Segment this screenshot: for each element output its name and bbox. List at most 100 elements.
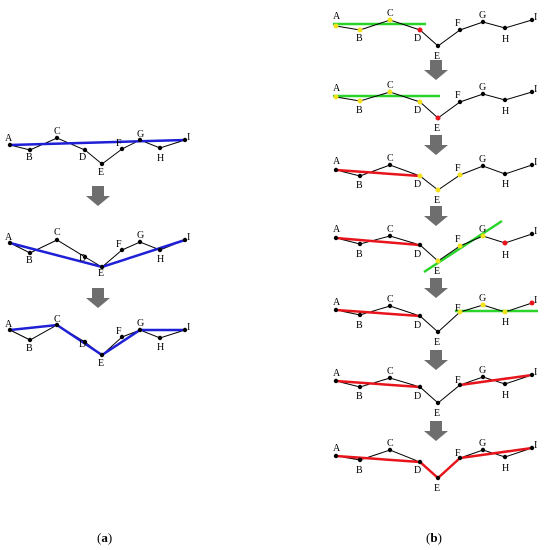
label-d: D xyxy=(79,152,86,163)
label-i: I xyxy=(534,12,537,23)
curve-points xyxy=(333,17,535,49)
point-e xyxy=(435,187,441,193)
label-i: I xyxy=(534,367,537,378)
label-h: H xyxy=(502,317,509,328)
down-arrow-icon xyxy=(424,135,448,155)
point-i xyxy=(529,300,535,306)
label-b: B xyxy=(26,343,33,354)
label-g: G xyxy=(479,293,486,304)
label-i: I xyxy=(534,157,537,168)
point-e xyxy=(99,264,105,270)
label-f: F xyxy=(116,239,122,250)
label-i: I xyxy=(187,232,190,243)
point-h xyxy=(502,381,508,387)
label-g: G xyxy=(137,129,144,140)
candidate-line xyxy=(423,219,503,274)
curve-points xyxy=(333,372,535,406)
label-f: F xyxy=(455,90,461,101)
label-h: H xyxy=(157,342,164,353)
point-c xyxy=(54,322,60,328)
label-d: D xyxy=(414,249,421,260)
label-b: B xyxy=(356,105,363,116)
panel-b-step-2: A B C D E F G H I xyxy=(333,80,537,134)
point-b xyxy=(357,173,363,179)
point-i xyxy=(529,162,535,168)
point-b xyxy=(357,98,363,104)
point-f xyxy=(457,309,463,315)
point-a xyxy=(333,167,339,173)
label-e: E xyxy=(434,195,440,206)
label-h: H xyxy=(502,179,509,190)
point-i xyxy=(529,231,535,237)
point-i xyxy=(529,17,535,23)
point-e xyxy=(435,258,441,264)
label-c: C xyxy=(387,224,394,235)
point-b xyxy=(357,27,363,33)
panel-b-step-5: A B C D E F G H I xyxy=(333,293,538,348)
label-e: E xyxy=(98,268,104,279)
point-f xyxy=(457,27,463,33)
point-g xyxy=(137,137,143,143)
point-d xyxy=(417,313,423,319)
point-c xyxy=(54,237,60,243)
point-f xyxy=(457,382,463,388)
label-b: B xyxy=(356,33,363,44)
label-f: F xyxy=(455,18,461,29)
point-a xyxy=(333,23,339,29)
curve-points xyxy=(7,135,188,167)
panel-a-step-3: A B C D E F G H I xyxy=(5,314,190,369)
point-e xyxy=(435,400,441,406)
label-h: H xyxy=(502,390,509,401)
point-h xyxy=(157,145,163,151)
label-f: F xyxy=(455,163,461,174)
point-d xyxy=(417,173,423,179)
label-b: B xyxy=(26,152,33,163)
label-d: D xyxy=(414,391,421,402)
curve-points xyxy=(7,322,188,358)
label-a: A xyxy=(333,443,341,454)
point-d xyxy=(82,147,88,153)
label-i: I xyxy=(187,322,190,333)
point-g xyxy=(480,91,486,97)
point-g xyxy=(137,239,143,245)
point-b xyxy=(357,457,363,463)
panel-b-step-6: A B C D E F G H I xyxy=(333,365,537,419)
label-g: G xyxy=(479,10,486,21)
label-f: F xyxy=(455,448,461,459)
point-e xyxy=(435,115,441,121)
fitted-segment xyxy=(335,236,421,247)
point-b xyxy=(27,147,33,153)
point-d xyxy=(417,384,423,390)
point-e xyxy=(435,475,441,481)
label-g: G xyxy=(137,318,144,329)
label-i: I xyxy=(534,226,537,237)
point-d xyxy=(417,242,423,248)
point-e xyxy=(435,329,441,335)
label-b: B xyxy=(26,255,33,266)
label-g: G xyxy=(137,230,144,241)
label-b: B xyxy=(356,320,363,331)
point-c xyxy=(54,135,60,141)
label-h: H xyxy=(502,34,509,45)
point-i xyxy=(182,137,188,143)
point-h xyxy=(157,335,163,341)
point-f xyxy=(119,247,125,253)
point-b xyxy=(357,241,363,247)
point-e xyxy=(99,161,105,167)
point-f xyxy=(119,334,125,340)
label-i: I xyxy=(187,132,190,143)
fitted-segment xyxy=(335,308,421,318)
label-f: F xyxy=(455,375,461,386)
point-c xyxy=(387,303,393,309)
point-g xyxy=(480,374,486,380)
label-d: D xyxy=(414,465,421,476)
label-d: D xyxy=(79,253,86,264)
label-c: C xyxy=(387,294,394,305)
down-arrow-icon xyxy=(86,288,110,308)
label-d: D xyxy=(414,33,421,44)
label-c: C xyxy=(54,126,61,137)
point-i xyxy=(182,327,188,333)
label-b: B xyxy=(356,249,363,260)
label-b: B xyxy=(356,180,363,191)
point-d xyxy=(82,254,88,260)
